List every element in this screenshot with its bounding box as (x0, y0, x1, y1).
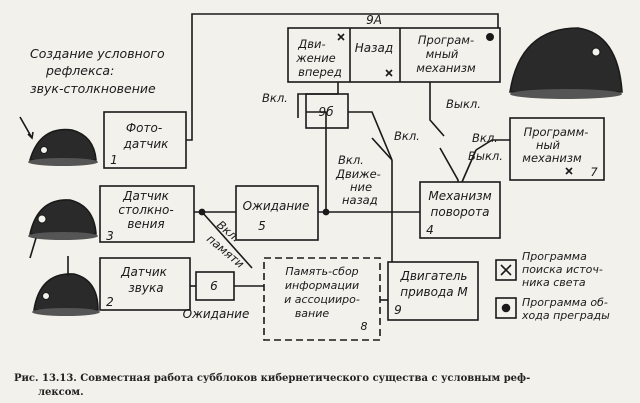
sound-label-2: звука (128, 281, 163, 295)
turn-label-1: Механизм (428, 189, 491, 203)
motor-label-1: Двигатель (399, 269, 467, 283)
block-sound-sensor (99, 257, 191, 311)
cross-icon-forward (337, 33, 345, 41)
arrow-collision (29, 237, 37, 259)
dot-icon-program (485, 32, 494, 41)
label-back-3: ние (350, 180, 372, 194)
memory-label-2: информации (285, 279, 359, 292)
prog7-label-2: ный (536, 138, 561, 152)
robot-icon-top-right (509, 27, 623, 99)
forward-label-3: вперед (298, 65, 342, 79)
label-vykl-prog: Выкл. (446, 97, 481, 111)
label-vkl-9b: Вкл. (262, 91, 288, 105)
photo-label-1: Фото- (126, 121, 162, 135)
prog-top-label-1: Програм- (418, 33, 474, 47)
wire-prog-switch (429, 82, 445, 137)
caption-line-2: лексом. (38, 387, 84, 398)
prog7-number: 7 (590, 165, 598, 179)
arrow-photo (19, 116, 33, 139)
label-vykl-prog7: Выкл. (468, 149, 503, 163)
label-vkl-prog7: Вкл. (472, 131, 498, 145)
legend-dot-2: хода преграды (521, 309, 610, 322)
prog-top-label-2: мный (426, 47, 459, 61)
cross-icon-program-7 (565, 167, 573, 175)
legend-dot-1: Программа об- (522, 296, 608, 309)
arrow-head-photo (27, 131, 34, 140)
block-9a (287, 27, 501, 83)
switch-back (371, 137, 393, 161)
block-motor (387, 261, 479, 321)
prog7-label-3: механизм (522, 151, 582, 165)
switch-prog7 (461, 149, 477, 183)
wire-prog7-switch (475, 139, 510, 151)
memory-label-3: и ассоцииро- (284, 293, 360, 306)
back-label: Назад (355, 41, 393, 55)
photo-number: 1 (110, 153, 118, 167)
label-vkl-turn: Вкл. (394, 129, 420, 143)
wait5-number: 5 (258, 219, 266, 233)
turn-label-2: поворота (431, 205, 490, 219)
label-back-2: Движе- (335, 167, 381, 181)
forward-label-1: Дви- (297, 37, 325, 51)
caption-line-1: Рис. 13.13. Совместная работа субблоков … (14, 373, 530, 384)
turn-number: 4 (426, 223, 434, 237)
wait6-label: Ожидание (183, 307, 250, 321)
wire-9b-loop (297, 93, 338, 118)
wire-to-memory-switch (201, 211, 253, 269)
prog-top-label-3: механизм (416, 61, 476, 75)
block-turn-mechanism (419, 181, 501, 239)
heading-line-1: Создание условного (30, 46, 165, 61)
block6-number: 6 (210, 279, 218, 293)
legend-cross-icon (500, 264, 512, 276)
legend-cross-2: поиска источ- (522, 263, 603, 276)
cross-icon-back (385, 69, 393, 77)
wire-photo-to-9a (186, 13, 499, 141)
label-9b: 9б (318, 105, 334, 119)
robot-icon-collision (28, 199, 98, 240)
wire-to-9b (306, 111, 327, 212)
heading-line-3: звук-столкновение (30, 81, 156, 96)
memory-number: 8 (361, 320, 368, 333)
photo-label-2: датчик (123, 137, 170, 151)
robot-icon-sound (32, 273, 100, 316)
block-collision-sensor (99, 185, 195, 243)
collision-number: 3 (106, 229, 114, 243)
collision-label-3: вения (127, 217, 164, 231)
legend-cross-box (495, 259, 517, 281)
block-program-7 (509, 117, 605, 181)
legend-cross-3: ника света (522, 276, 586, 289)
robot-icon-photo (28, 128, 98, 166)
wire-9b-switch (348, 111, 393, 161)
wait5-label: Ожидание (243, 199, 310, 213)
memory-label-4: вание (295, 307, 330, 320)
collision-label-1: Датчик (122, 189, 170, 203)
label-back-1: Вкл. (338, 153, 364, 167)
motor-number: 9 (394, 303, 402, 317)
legend-dot-icon (501, 303, 511, 313)
label-9a: 9А (366, 13, 382, 27)
forward-label-2: жение (295, 51, 336, 65)
memory-label-1: Память-сбор (285, 265, 358, 278)
block-wait-5 (235, 185, 319, 241)
motor-label-2: привода М (400, 285, 468, 299)
legend-dot-box (495, 297, 517, 319)
collision-label-2: столкно- (118, 203, 173, 217)
sound-number: 2 (106, 295, 114, 309)
block-memory (263, 257, 381, 341)
legend-cross-1: Программа (522, 250, 587, 263)
heading-line-2: рефлекса: (45, 63, 114, 78)
prog7-label-1: Программ- (524, 125, 589, 139)
wire-switch-turn (439, 147, 459, 182)
sound-label-1: Датчик (120, 265, 168, 279)
label-back-4: назад (342, 193, 378, 207)
